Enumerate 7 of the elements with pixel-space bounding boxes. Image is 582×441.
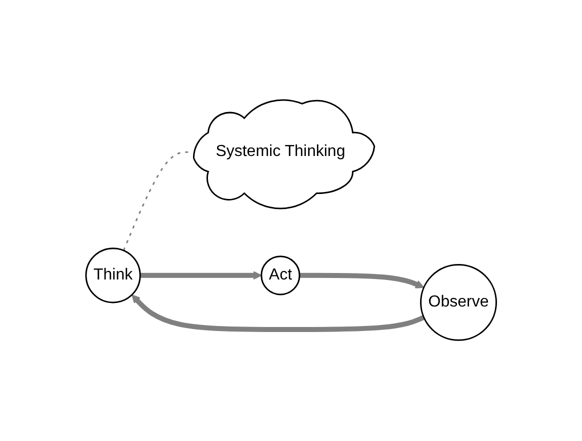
node-circle: Think (85, 248, 141, 304)
node-circle: Observe (420, 264, 497, 342)
arrow (140, 271, 262, 280)
arrow (299, 273, 424, 289)
connector (122, 152, 190, 252)
node-circle: Act (260, 256, 300, 296)
arrow (131, 294, 425, 332)
